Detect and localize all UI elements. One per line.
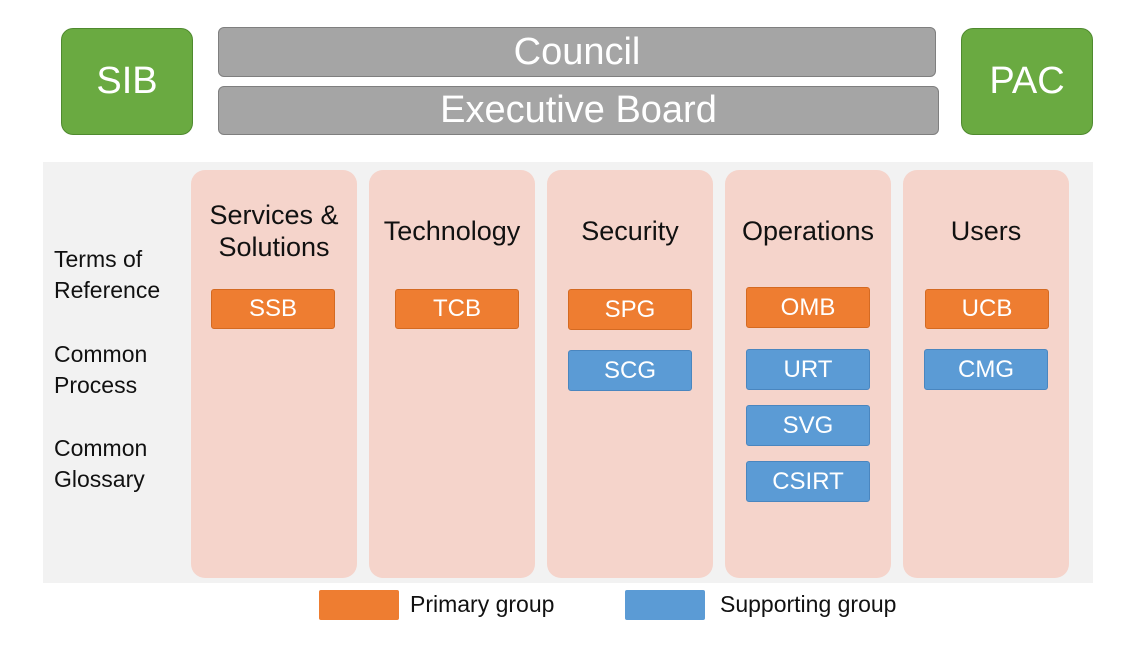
common-glossary-label: Common Glossary — [54, 433, 147, 495]
group-tcb: TCB — [395, 289, 519, 329]
legend-primary-swatch — [319, 590, 399, 620]
side-label-line: Glossary — [54, 466, 145, 492]
column-title-line: Users — [950, 216, 1022, 246]
council-label: Council — [513, 30, 641, 73]
column-title-line: Solutions — [218, 232, 330, 262]
column-title-line: Security — [581, 216, 679, 246]
group-scg: SCG — [568, 350, 692, 391]
group-cmg: CMG — [924, 349, 1048, 390]
side-label-line: Terms of — [54, 246, 143, 272]
sib-box: SIB — [61, 28, 193, 135]
executive-board-bar: Executive Board — [218, 86, 939, 135]
executive-board-label: Executive Board — [440, 89, 717, 131]
column-title-line: Operations — [741, 216, 875, 246]
group-urt: URT — [746, 349, 870, 390]
legend-primary-label: Primary group — [410, 591, 555, 617]
column-operations: Operations OMB URT SVG CSIRT — [725, 170, 891, 578]
sib-label: SIB — [96, 60, 158, 102]
group-ucb: UCB — [925, 289, 1049, 329]
group-svg: SVG — [746, 405, 870, 446]
side-label-line: Common — [54, 341, 148, 367]
column-title: Users — [903, 215, 1069, 247]
pac-label: PAC — [989, 60, 1065, 102]
legend-supporting-label: Supporting group — [720, 591, 897, 617]
side-label-line: Reference — [54, 277, 161, 303]
column-users: Users UCB CMG — [903, 170, 1069, 578]
column-technology: Technology TCB — [369, 170, 535, 578]
common-process-label: Common Process — [54, 339, 147, 401]
column-title-line: Services & — [209, 200, 339, 230]
column-title-line: Technology — [383, 216, 521, 246]
council-bar: Council — [218, 27, 936, 77]
group-spg: SPG — [568, 289, 692, 330]
side-label-line: Common — [54, 435, 148, 461]
column-title: Services & Solutions — [191, 199, 357, 263]
column-title: Technology — [369, 215, 535, 247]
column-security: Security SPG SCG — [547, 170, 713, 578]
side-label-line: Process — [54, 372, 138, 398]
group-csirt: CSIRT — [746, 461, 870, 502]
group-ssb: SSB — [211, 289, 335, 329]
legend-supporting-swatch — [625, 590, 705, 620]
pac-box: PAC — [961, 28, 1093, 135]
column-title: Operations — [725, 215, 891, 247]
terms-of-reference-label: Terms of Reference — [54, 244, 160, 306]
column-services-solutions: Services & Solutions SSB — [191, 170, 357, 578]
column-title: Security — [547, 215, 713, 247]
group-omb: OMB — [746, 287, 870, 328]
